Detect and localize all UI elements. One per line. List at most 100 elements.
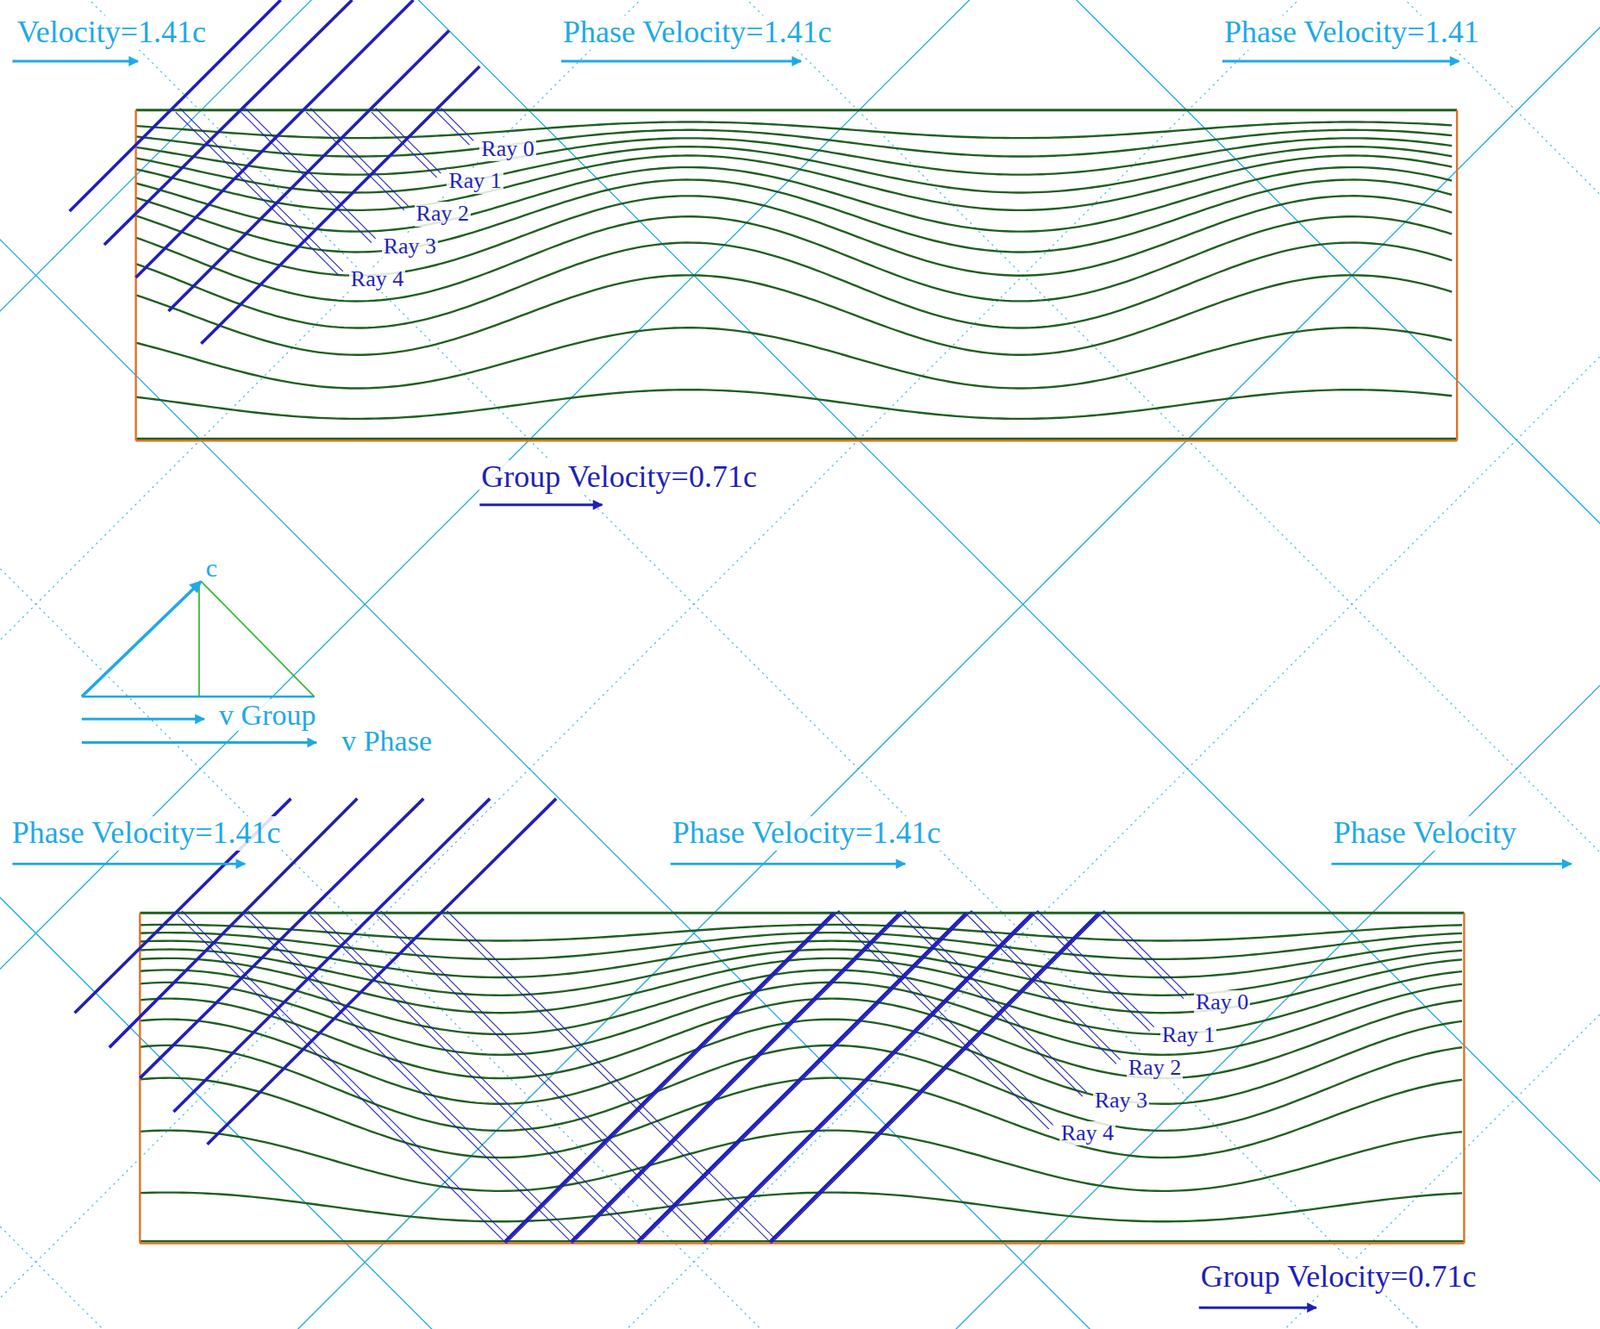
field-line	[139, 950, 1463, 996]
field-line	[136, 180, 1453, 253]
triangle-side	[200, 581, 314, 698]
field-line	[136, 167, 1453, 232]
ray-label: Ray 1	[1160, 1023, 1217, 1049]
velocity-arrow	[670, 862, 906, 866]
velocity-arrow	[12, 60, 138, 63]
ray-line	[375, 107, 442, 174]
ray-line	[179, 107, 343, 271]
guide-wall	[139, 912, 1464, 915]
ray-line	[177, 915, 1050, 1244]
velocity-label: Velocity=1.41c	[15, 15, 208, 50]
ray-line	[443, 915, 1184, 1244]
ray-line	[244, 107, 375, 238]
waveguide-panel	[75, 799, 1465, 1244]
guide-wall	[139, 1240, 1464, 1243]
velocity-label: Phase Velocity=1.41c	[10, 816, 283, 851]
ray-label: Ray 4	[1059, 1121, 1116, 1147]
guide-wall	[139, 1242, 1464, 1244]
field-line	[139, 1045, 1463, 1132]
guide-line	[0, 0, 1521, 1329]
field-line	[136, 243, 1453, 329]
ray-label: Ray 3	[1093, 1088, 1150, 1114]
wavefront	[200, 66, 480, 344]
velocity-arrow	[561, 60, 801, 63]
ray-label: Ray 2	[414, 201, 471, 227]
ray-line	[314, 911, 1121, 1240]
velocity-arrow	[1199, 1306, 1317, 1310]
field-line	[139, 1193, 1463, 1223]
velocity-label: Phase Velocity	[1331, 816, 1519, 851]
field-line	[139, 982, 1463, 1056]
velocity-arrow	[1331, 862, 1572, 866]
ray-label: Ray 1	[446, 168, 503, 194]
velocity-label: Group Velocity=0.71c	[1199, 1260, 1479, 1295]
ray-line	[310, 107, 409, 207]
velocity-arrows	[12, 61, 1571, 1308]
guide-line	[1303, 0, 1600, 1329]
velocity-arrow	[1222, 60, 1460, 63]
ray-line	[371, 112, 438, 178]
guide-end	[1456, 110, 1458, 441]
ray-line	[243, 915, 1083, 1244]
ray-line	[306, 112, 405, 211]
guide-line	[1512, 0, 1600, 1329]
velocity-label: v Phase	[339, 725, 434, 757]
field-line	[136, 327, 1453, 388]
wavefront	[168, 31, 449, 312]
guide-line	[645, 0, 1600, 1329]
velocity-label: v Group	[217, 699, 318, 732]
ray-label: Ray 3	[381, 234, 438, 260]
wavefront	[637, 912, 967, 1242]
field-line	[136, 130, 1453, 157]
ray-line	[447, 911, 1188, 1240]
velocity-label: Phase Velocity=1.41c	[670, 816, 944, 851]
velocity-label: Phase Velocity=1.41	[1222, 15, 1482, 50]
field-line	[139, 958, 1463, 1013]
ray-line	[376, 915, 1150, 1244]
field-line	[136, 389, 1453, 419]
ray-line	[240, 112, 371, 243]
wavefront	[770, 912, 1100, 1242]
guide-wall	[136, 108, 1458, 112]
velocity-label: Group Velocity=0.71c	[479, 460, 759, 495]
triangle-side	[81, 695, 315, 698]
wavefront	[704, 912, 1033, 1242]
waveguide-panel	[69, 0, 1457, 441]
field-line	[139, 1019, 1463, 1105]
wavefront	[571, 912, 900, 1242]
velocity-arrow	[479, 503, 602, 507]
wavefront	[505, 912, 834, 1242]
ray-line	[175, 112, 339, 275]
velocity-arrow	[81, 741, 317, 744]
ray-label: Ray 0	[479, 137, 536, 163]
c-vector	[81, 581, 201, 698]
guide-line	[0, 0, 85, 1329]
field-lines	[139, 925, 1463, 1222]
velocity-label: Phase Velocity=1.41c	[561, 15, 834, 50]
ray-line	[181, 911, 1054, 1240]
ray-line	[440, 107, 474, 141]
guide-line	[974, 0, 1600, 1329]
ray-label: Ray 4	[349, 267, 406, 293]
velocity-triangle	[81, 581, 315, 698]
ray-line	[437, 112, 470, 145]
triangle-side	[198, 583, 200, 697]
field-line	[136, 275, 1453, 355]
ray-line	[381, 911, 1155, 1240]
guide-line	[0, 0, 413, 1329]
velocity-label: c	[204, 553, 219, 582]
ray-label: Ray 0	[1193, 990, 1250, 1016]
ray-line	[310, 915, 1117, 1244]
ray-label: Ray 2	[1126, 1056, 1183, 1082]
guide-line	[854, 0, 1600, 1329]
velocity-arrow	[81, 718, 205, 721]
guide-wall	[136, 439, 1458, 442]
ray-line	[248, 911, 1088, 1240]
velocity-arrow	[12, 862, 245, 866]
field-line	[136, 146, 1453, 193]
guide-wall	[136, 437, 1458, 440]
field-line	[139, 969, 1463, 1035]
